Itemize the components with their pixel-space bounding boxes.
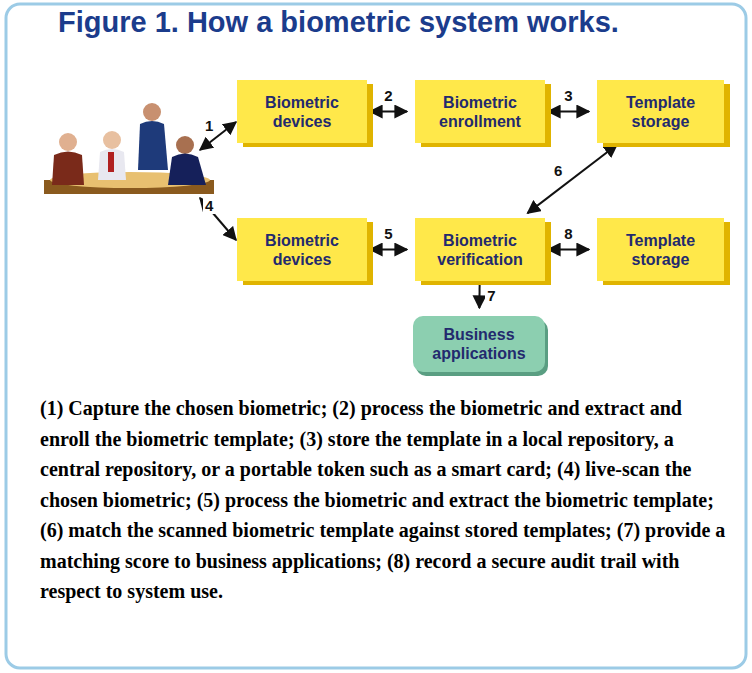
- box-label: Template storage: [597, 93, 724, 131]
- process-box: Biometric devices: [237, 218, 367, 281]
- frame-border: [6, 4, 746, 668]
- callout-number: 1: [203, 118, 215, 134]
- box-label: Biometric devices: [237, 93, 367, 131]
- step-number: 3: [562, 88, 574, 104]
- connector-arrow: [370, 111, 407, 113]
- connector-arrow: [548, 111, 589, 113]
- box-label: Template storage: [597, 231, 724, 269]
- connector-arrow: [548, 249, 589, 251]
- live-scan-arrow: [200, 198, 236, 240]
- box-label: Biometric verification: [415, 231, 545, 269]
- process-box: Biometric devices: [237, 80, 367, 143]
- connector-arrow: [478, 284, 480, 308]
- step-number: 7: [485, 288, 497, 304]
- step-number: 2: [382, 88, 394, 104]
- figure-title: Figure 1. How a biometric system works.: [58, 6, 619, 39]
- process-box: Template storage: [597, 218, 724, 281]
- box-label: Biometric devices: [237, 231, 367, 269]
- process-box: Template storage: [597, 80, 724, 143]
- box-label: Biometric enrollment: [415, 93, 545, 131]
- process-box: Biometric verification: [415, 218, 545, 281]
- connector-arrow: [528, 145, 617, 213]
- callout-number: 4: [203, 198, 215, 214]
- figure-caption: (1) Capture the chosen biometric; (2) pr…: [40, 393, 728, 607]
- step-number: 5: [382, 226, 394, 242]
- connector-arrow: [370, 249, 407, 251]
- step-number: 8: [562, 226, 574, 242]
- application-box: Business applications: [413, 316, 545, 372]
- process-box: Biometric enrollment: [415, 80, 545, 143]
- box-label: Business applications: [413, 325, 545, 363]
- step-number: 6: [552, 163, 564, 179]
- people-illustration: [44, 103, 214, 194]
